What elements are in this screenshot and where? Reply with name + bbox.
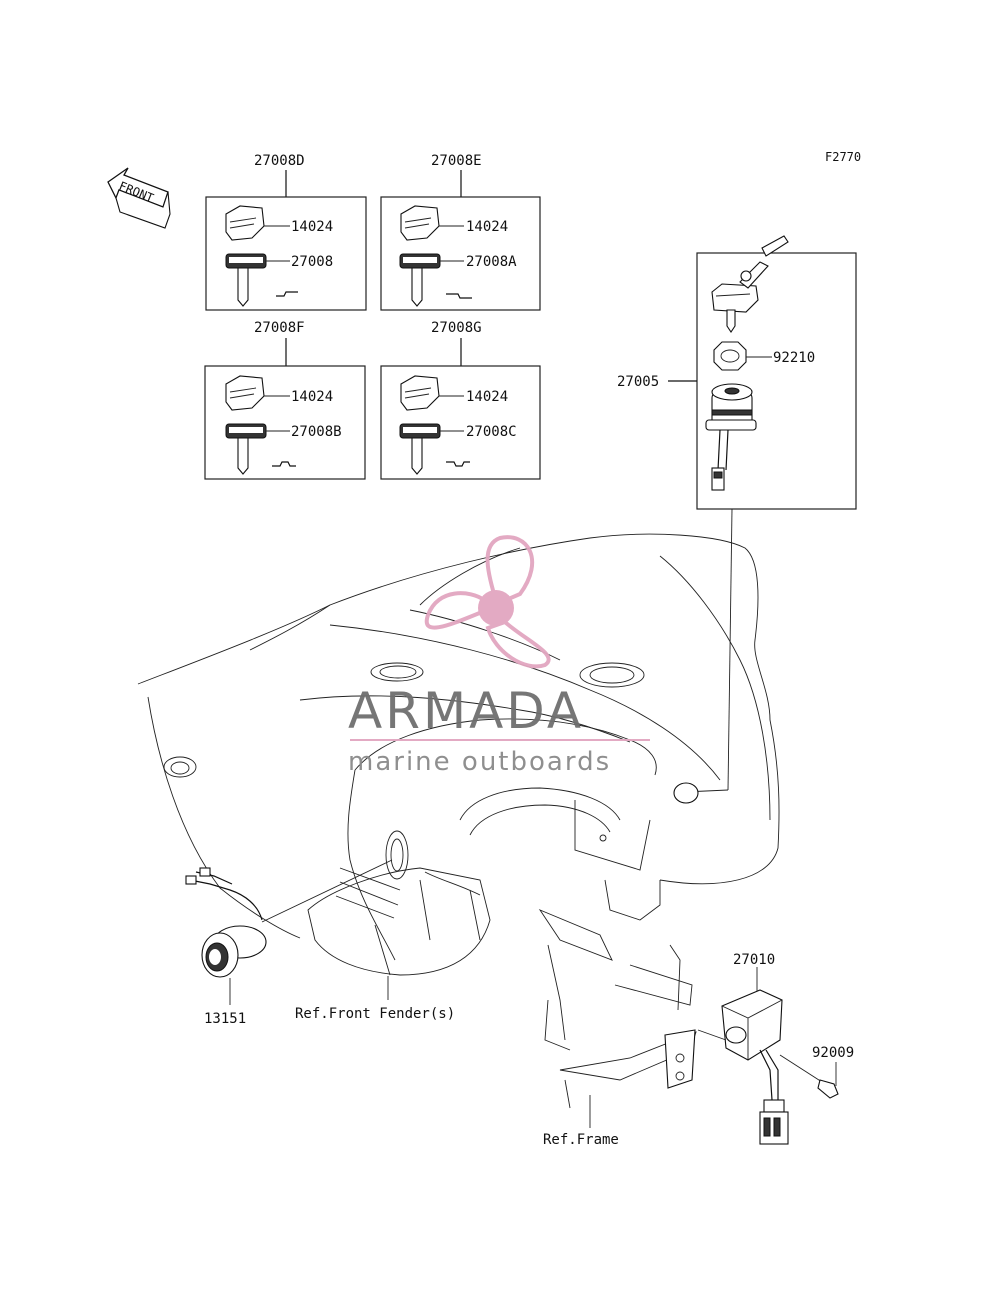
switch-part-number: 27010 bbox=[733, 952, 775, 968]
key-cap-icon bbox=[225, 375, 265, 411]
indicator-part-number: 13151 bbox=[204, 1011, 246, 1027]
watermark-tagline: marine outboards bbox=[348, 747, 611, 777]
key-set-label: 27008G bbox=[431, 320, 482, 336]
key-cut-icon bbox=[446, 461, 470, 467]
key-set-27008D: 27008D 14024 27008 bbox=[205, 153, 367, 311]
key-set-label: 27008D bbox=[254, 153, 305, 169]
key-cap-icon bbox=[225, 205, 265, 241]
key-icon bbox=[225, 253, 267, 307]
key-cap-part-number: 14024 bbox=[291, 219, 333, 235]
bolt-part-number: 92009 bbox=[812, 1045, 854, 1061]
key-cut-icon bbox=[276, 291, 298, 297]
key-set-27008G: 27008G 14024 27008C bbox=[380, 320, 541, 480]
indicator-assembly: 13151 bbox=[185, 859, 393, 1027]
key-cap-icon bbox=[400, 205, 440, 241]
armada-logo: ARMADA marine outboards bbox=[348, 535, 650, 777]
key-icon bbox=[399, 423, 441, 475]
key-cap-part-number: 14024 bbox=[466, 389, 508, 405]
key-part-number: 27008 bbox=[291, 254, 333, 270]
watermark-brand: ARMADA bbox=[348, 682, 584, 740]
key-cap-icon bbox=[400, 375, 440, 411]
key-set-27008E: 27008E 14024 27008A bbox=[380, 153, 541, 311]
ignition-key-icon bbox=[711, 235, 789, 333]
key-set-label: 27008F bbox=[254, 320, 305, 336]
key-set-label: 27008E bbox=[431, 153, 482, 169]
frame-outline: Ref.Frame bbox=[538, 909, 697, 1148]
figure-code: F2770 bbox=[825, 150, 861, 164]
key-cut-icon bbox=[272, 461, 296, 467]
key-icon bbox=[225, 423, 267, 475]
key-cap-part-number: 14024 bbox=[291, 389, 333, 405]
front-arrow-icon: FRONT bbox=[107, 167, 171, 229]
nut-part-number: 92210 bbox=[773, 350, 815, 366]
ignition-switch-body-icon bbox=[705, 383, 757, 491]
key-icon bbox=[399, 253, 441, 307]
key-part-number: 27008A bbox=[466, 254, 517, 270]
ignition-switch-assembly: 27005 92210 bbox=[617, 235, 857, 793]
nut-icon bbox=[713, 341, 747, 371]
front-fender-reference: Ref.Front Fender(s) bbox=[295, 1006, 455, 1022]
assembly-part-number: 27005 bbox=[617, 374, 659, 390]
front-fender-outline: Ref.Front Fender(s) bbox=[295, 867, 491, 1022]
key-cut-icon bbox=[446, 293, 472, 299]
key-cap-part-number: 14024 bbox=[466, 219, 508, 235]
switch-assembly: 27010 bbox=[697, 952, 789, 1145]
key-part-number: 27008C bbox=[466, 424, 517, 440]
bolt-icon: 92009 bbox=[779, 1045, 854, 1099]
propeller-icon bbox=[424, 535, 551, 669]
key-part-number: 27008B bbox=[291, 424, 342, 440]
frame-reference: Ref.Frame bbox=[543, 1132, 619, 1148]
key-set-27008F: 27008F 14024 27008B bbox=[204, 320, 366, 480]
